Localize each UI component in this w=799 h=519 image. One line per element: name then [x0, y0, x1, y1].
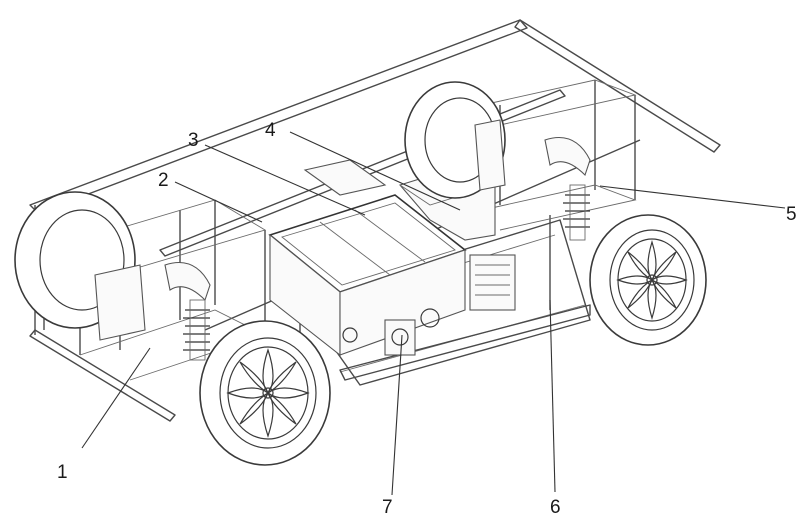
callout-labels: 1 2 3 4 5 6 7 [57, 120, 797, 518]
callout-label-7: 7 [382, 497, 393, 518]
callout-leaders [81, 131, 786, 496]
front-suspension [94, 261, 211, 361]
callout-label-6: 6 [550, 497, 561, 518]
callout-label-2: 2 [158, 170, 169, 191]
callout-label-3: 3 [188, 130, 199, 151]
callout-label-4: 4 [265, 120, 276, 141]
battery-pack [268, 194, 516, 357]
wheel-rear-right [589, 214, 707, 346]
rear-suspension [474, 119, 591, 241]
wheel-front-right [199, 320, 331, 466]
callout-label-1: 1 [57, 462, 68, 483]
drive-motor [342, 308, 440, 356]
callout-label-5: 5 [786, 204, 797, 225]
